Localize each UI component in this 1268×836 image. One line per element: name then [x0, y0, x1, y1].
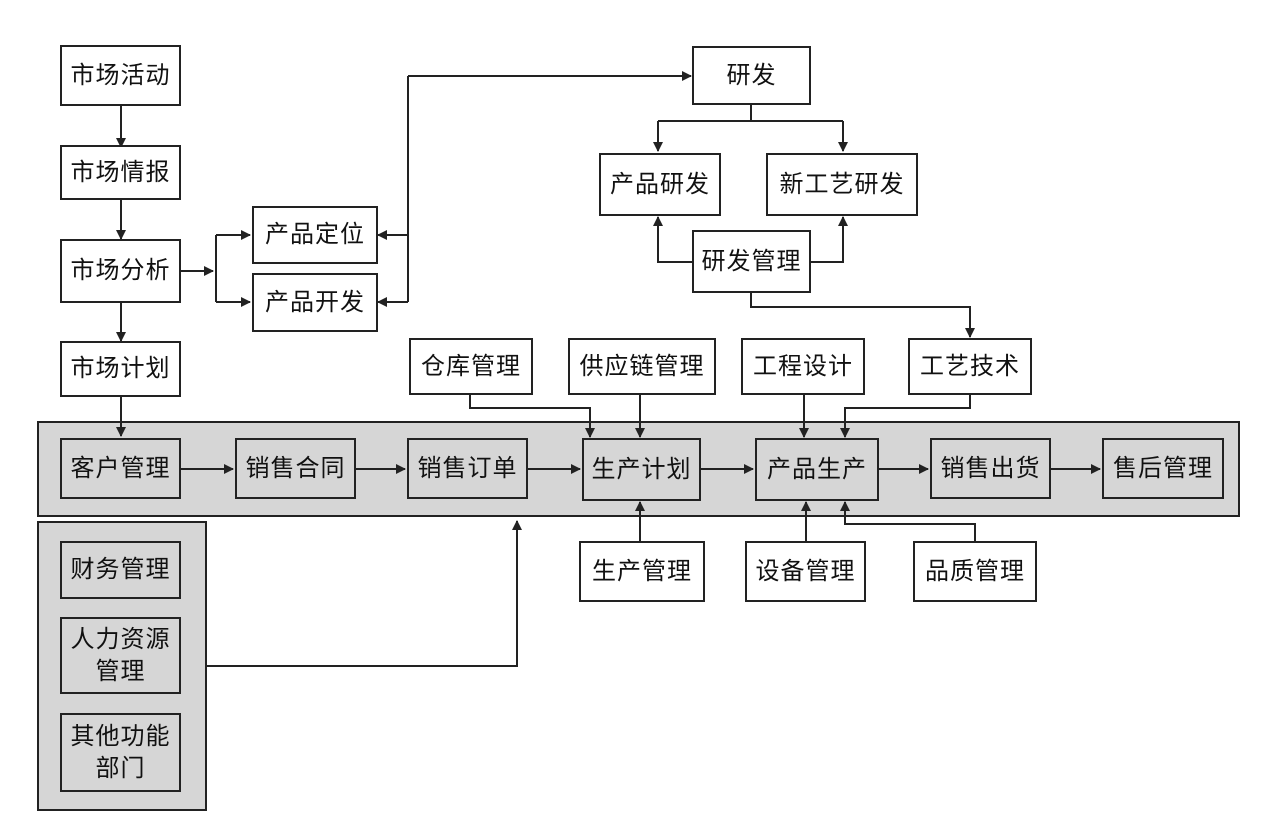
flow-step-shipping: 销售出货 [930, 438, 1051, 499]
market-analysis-box: 市场分析 [60, 239, 181, 303]
product-development-box: 产品开发 [252, 273, 378, 332]
flow-step-production: 产品生产 [755, 438, 879, 501]
market-plan-box: 市场计划 [60, 341, 181, 397]
human-resources-box: 人力资源 管理 [60, 617, 181, 694]
supply-chain-box: 供应链管理 [568, 338, 716, 395]
market-intel-box: 市场情报 [60, 145, 181, 200]
other-departments-box: 其他功能 部门 [60, 713, 181, 792]
quality-management-box: 品质管理 [913, 541, 1037, 602]
process-rnd-box: 新工艺研发 [766, 153, 918, 216]
flow-step-customer-management: 客户管理 [60, 438, 181, 499]
product-positioning-box: 产品定位 [252, 206, 378, 264]
flow-step-after-sales: 售后管理 [1102, 438, 1224, 499]
production-management-box: 生产管理 [579, 541, 705, 602]
flow-step-sales-order: 销售订单 [407, 438, 528, 499]
rnd-box: 研发 [692, 46, 811, 105]
process-tech-box: 工艺技术 [908, 338, 1032, 395]
engineering-design-box: 工程设计 [741, 338, 865, 395]
flow-step-production-plan: 生产计划 [582, 438, 701, 501]
warehouse-box: 仓库管理 [409, 338, 533, 395]
arrow-mgmt-to-process-tech [750, 293, 975, 338]
market-activity-box: 市场活动 [60, 45, 181, 106]
rnd-management-box: 研发管理 [692, 230, 811, 293]
finance-management-box: 财务管理 [60, 541, 181, 599]
arrow-mgmt-to-process-rnd [811, 216, 848, 263]
arrow-mgmt-to-product-rnd [653, 216, 692, 263]
arrow-quality-to-production [840, 501, 976, 541]
product-rnd-box: 产品研发 [599, 153, 721, 216]
flow-step-sales-contract: 销售合同 [235, 438, 356, 499]
arrow-warehouse-to-plan [469, 394, 595, 438]
equipment-management-box: 设备管理 [745, 541, 866, 602]
arrow-functions-to-order [207, 520, 522, 667]
arrow-process-tech-to-production [840, 394, 971, 438]
